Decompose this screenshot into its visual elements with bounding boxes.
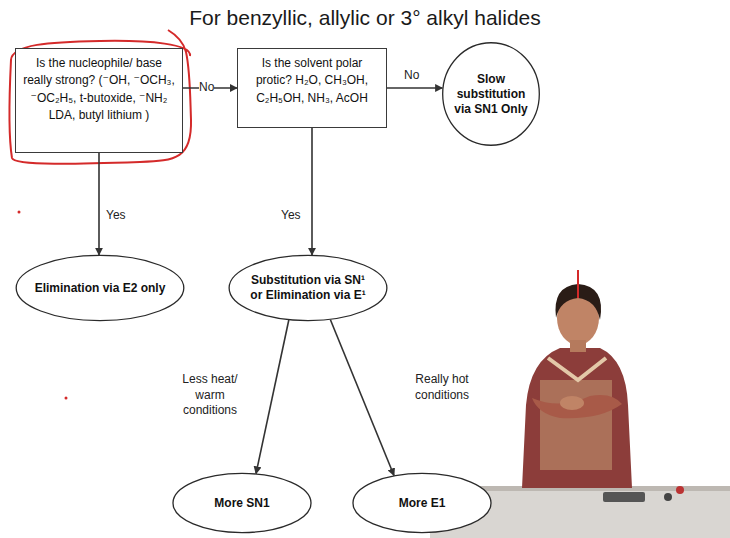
table-object (664, 493, 672, 501)
slide-title: For benzyllic, allylic or 3° alkyl halid… (0, 6, 730, 30)
decision-box: Is the solvent polar protic? H₂O, CH₃OH,… (237, 48, 387, 128)
outcome-ellipse: Elimination via E2 only (15, 255, 185, 321)
node-text: More E1 (366, 496, 478, 511)
flow-arrow (387, 87, 442, 89)
decision-box: Is the nucleophile/ base really strong? … (15, 48, 183, 153)
red-annotation (10, 30, 191, 164)
edge-label: Really hot conditions (400, 372, 484, 403)
edge-label: No (404, 68, 419, 84)
presenter (522, 284, 632, 488)
flow-arrow (330, 320, 394, 476)
flow-arrow (98, 153, 100, 255)
edge-label: Less heat/ warm conditions (168, 372, 252, 419)
table-object (676, 486, 684, 494)
edge-label: No (199, 80, 214, 96)
edge-label: Yes (281, 208, 301, 224)
node-text: Substitution via SN¹ or Elimination via … (244, 273, 372, 303)
node-text: More SN1 (186, 496, 298, 511)
outcome-ellipse: More SN1 (172, 473, 312, 533)
red-mark (577, 270, 579, 298)
node-text: Elimination via E2 only (32, 281, 168, 296)
edge-label: Yes (106, 208, 126, 224)
tablet (603, 492, 645, 502)
flow-arrow (311, 128, 313, 255)
node-text: Slow substitution via SN1 Only (452, 72, 530, 117)
flow-arrow (256, 320, 289, 474)
node-text: Is the nucleophile/ base really strong? … (23, 55, 175, 125)
node-text: Is the solvent polar protic? H₂O, CH₃OH,… (245, 55, 379, 107)
outcome-ellipse: More E1 (352, 473, 492, 533)
red-dot (65, 397, 68, 400)
red-dot (18, 211, 21, 214)
outcome-ellipse: Slow substitution via SN1 Only (442, 42, 540, 146)
outcome-ellipse: Substitution via SN¹ or Elimination via … (228, 255, 388, 321)
